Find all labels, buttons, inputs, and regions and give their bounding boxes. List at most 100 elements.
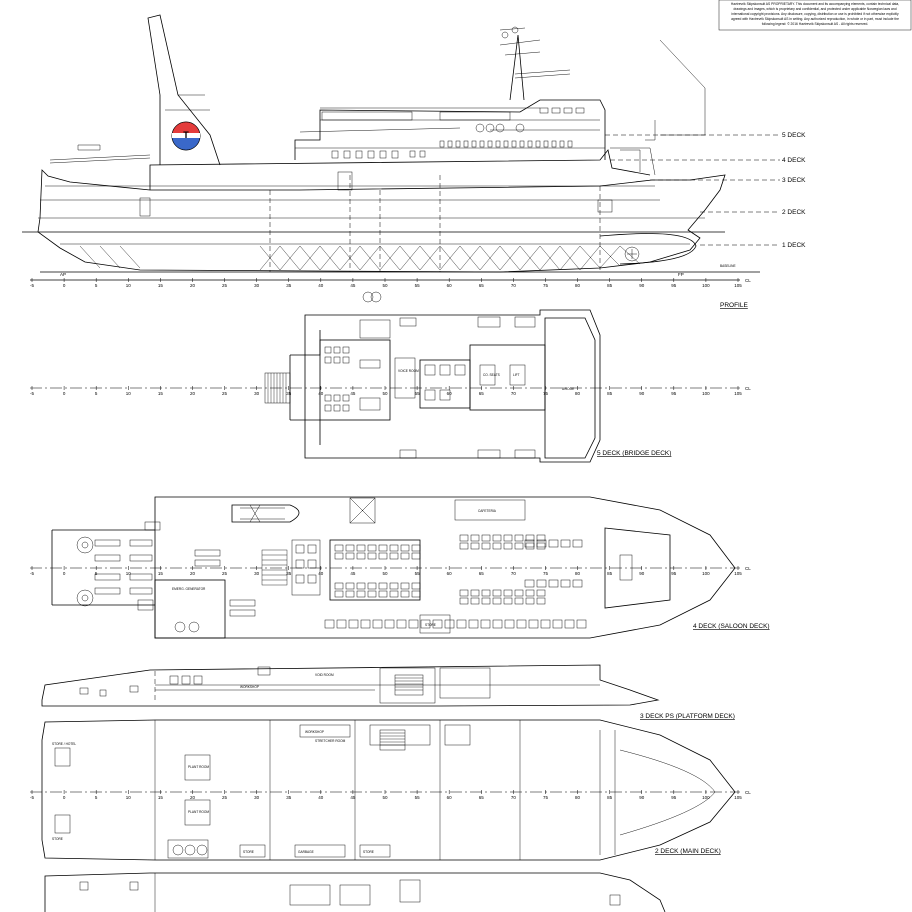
saloon-seat (378, 544, 388, 552)
saloon-seat (470, 542, 480, 550)
saloon-seat (524, 579, 535, 588)
main-room-workshop: WORKSHOP (305, 730, 324, 734)
frame-tick-label: 105 (734, 391, 742, 396)
main-room-store-b: STORE (363, 850, 374, 854)
saloon-seat (492, 619, 503, 629)
saloon-seat (384, 619, 395, 629)
saloon-seat (459, 542, 469, 550)
saloon-seat (536, 542, 546, 550)
saloon-seat (334, 590, 344, 598)
frame-tick-label: 70 (511, 571, 517, 576)
frame-tick-label: 20 (190, 571, 196, 576)
frame-tick-label: 50 (382, 571, 388, 576)
lower-deck-plan (44, 872, 666, 912)
frame-tick-label: 85 (607, 391, 613, 396)
frame-tick-label: 80 (575, 391, 581, 396)
saloon-seat (514, 597, 524, 605)
frame-tick-label: 30 (254, 283, 260, 288)
midship-symbol (362, 291, 382, 303)
centerline-label: CL (745, 790, 751, 795)
saloon-seat (536, 579, 547, 588)
saloon-seat (492, 542, 502, 550)
bridge-deck-label: 5 DECK (BRIDGE DECK) (597, 450, 671, 457)
saloon-seat (400, 544, 410, 552)
main-deck-plan: STORE / HOTEL PLANT ROOM PLANT ROOM WORK… (30, 719, 751, 861)
frame-tick-label: 20 (190, 283, 196, 288)
frame-tick-label: 60 (447, 795, 453, 800)
saloon-seat (389, 552, 399, 560)
deck-marker-4: 4 DECK (782, 157, 806, 164)
saloon-seat (396, 619, 407, 629)
saloon-seat (356, 582, 366, 590)
saloon-seat (514, 589, 524, 597)
frame-tick-label: 65 (479, 571, 485, 576)
frame-tick-label: 40 (318, 795, 324, 800)
saloon-seat (459, 589, 469, 597)
saloon-seat (560, 579, 571, 588)
frame-tick-label: 15 (158, 391, 164, 396)
saloon-seat (345, 590, 355, 598)
frame-tick-label: -5 (30, 571, 34, 576)
centerline-label: CL (745, 386, 751, 391)
frame-tick-label: 105 (734, 283, 742, 288)
saloon-seat (378, 552, 388, 560)
saloon-seat (356, 590, 366, 598)
saloon-seat (525, 542, 535, 550)
saloon-seat (367, 544, 377, 552)
frame-tick-label: 95 (671, 795, 677, 800)
proprietary-notice: Havtrevrik Skipskonsult AS PROPRIETARY. … (718, 0, 912, 31)
deck-marker-3: 3 DECK (782, 177, 806, 184)
frame-tick-label: 100 (702, 571, 710, 576)
saloon-seating (324, 534, 587, 629)
frame-tick-label: 30 (254, 571, 260, 576)
frame-tick-label: 20 (190, 795, 196, 800)
frame-tick-label: 10 (126, 795, 132, 800)
notice-line-5: following legend: © 2016 Havtrevrik Skip… (762, 22, 869, 26)
notice-line-2: drawings and images, which is proprietar… (733, 7, 896, 11)
notice-line-3: international copyright provisions. Any … (731, 12, 899, 16)
saloon-seat (514, 542, 524, 550)
frame-tick-label: 60 (447, 391, 453, 396)
saloon-seat (367, 590, 377, 598)
saloon-seat (524, 539, 535, 548)
saloon-seat (420, 619, 431, 629)
saloon-seat (389, 590, 399, 598)
frame-tick-label: 50 (382, 391, 388, 396)
saloon-seat (411, 552, 421, 560)
frame-tick-label: 90 (639, 571, 645, 576)
frame-tick-label: 55 (415, 391, 421, 396)
frame-tick-label: 25 (222, 571, 228, 576)
saloon-seat (348, 619, 359, 629)
saloon-room-cafeteria: CAFETERIA (478, 509, 497, 513)
frame-tick-label: 40 (318, 391, 324, 396)
saloon-seat (528, 619, 539, 629)
bridge-room-seats: CO. SEATS (483, 373, 500, 377)
saloon-seat (459, 597, 469, 605)
frame-tick-label: 5 (95, 795, 98, 800)
frame-tick-label: 30 (254, 795, 260, 800)
saloon-room-store: STORE (425, 623, 436, 627)
saloon-seat (459, 534, 469, 542)
frame-tick-label: 45 (350, 571, 356, 576)
frame-tick-label: 60 (447, 283, 453, 288)
main-room-garbage: GARBAGE (298, 850, 314, 854)
saloon-seat (492, 589, 502, 597)
saloon-seat (481, 589, 491, 597)
saloon-seat (503, 597, 513, 605)
frame-tick-label: 80 (575, 795, 581, 800)
frame-tick-label: 10 (126, 391, 132, 396)
frame-tick-label: 25 (222, 283, 228, 288)
main-room-store-hotel: STORE / HOTEL (52, 742, 76, 746)
frame-tick-label: 80 (575, 571, 581, 576)
saloon-seat (536, 597, 546, 605)
frame-tick-label: 70 (511, 283, 517, 288)
frame-tick-label: 5 (95, 571, 98, 576)
centerline-label: CL (745, 278, 751, 283)
saloon-seat (572, 539, 583, 548)
frame-tick-label: 90 (639, 391, 645, 396)
frame-tick-label: 95 (671, 391, 677, 396)
saloon-seat (408, 619, 419, 629)
saloon-seat (400, 552, 410, 560)
frame-mark-ap: AP (60, 272, 66, 277)
